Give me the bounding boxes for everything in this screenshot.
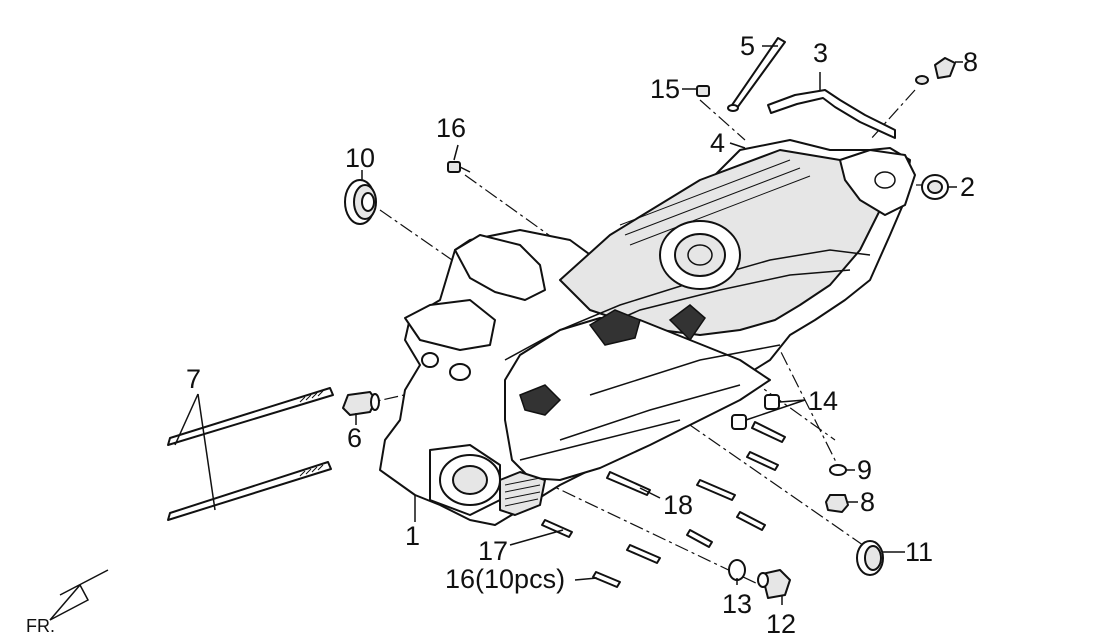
- part-bolts-17: [541, 511, 766, 564]
- part-seal-11: [856, 540, 884, 576]
- part-bolt-16-bottom: [592, 571, 621, 588]
- part-switch-6: [342, 391, 380, 416]
- callout-5: 5: [740, 31, 755, 61]
- front-direction-arrow-icon: [49, 569, 109, 621]
- part-dowels-14: [731, 394, 780, 430]
- callout-10: 10: [345, 143, 375, 173]
- part-stud-5: [727, 37, 786, 112]
- part-pipe-3: [767, 89, 896, 139]
- callout-8-top: 8: [963, 47, 978, 77]
- callout-16-top: 16: [436, 113, 466, 143]
- callout-14: 14: [808, 386, 838, 416]
- callout-18: 18: [663, 490, 693, 520]
- callout-9: 9: [857, 455, 872, 485]
- part-bearing-10: [344, 179, 377, 225]
- callout-11: 11: [905, 537, 933, 567]
- part-plug-8-top: [915, 57, 956, 85]
- callout-8-bottom: 8: [860, 487, 875, 517]
- callout-7: 7: [186, 364, 201, 394]
- crankcase-body: [379, 139, 916, 526]
- part-bolts-18: [606, 421, 786, 501]
- callout-17: 17: [478, 536, 508, 566]
- part-washer-13: [728, 559, 746, 581]
- part-washer-9: [829, 464, 847, 476]
- callout-13: 13: [722, 589, 752, 619]
- part-bolt-15: [696, 85, 710, 97]
- part-bolt-16-top: [447, 161, 471, 173]
- leader-lines: [174, 45, 963, 605]
- callout-16-bottom: 16(10pcs): [445, 564, 565, 594]
- callout-15: 15: [650, 74, 680, 104]
- callout-6: 6: [347, 423, 362, 453]
- orientation-label: FR.: [26, 616, 55, 636]
- callout-12: 12: [766, 609, 796, 639]
- part-plug-8-bottom: [825, 494, 849, 513]
- callout-1: 1: [405, 521, 420, 551]
- callout-2: 2: [960, 172, 975, 202]
- part-bolts-7: [167, 387, 334, 521]
- callout-3: 3: [813, 38, 828, 68]
- part-drain-plug-12: [757, 569, 791, 599]
- part-bushing-2: [921, 174, 949, 200]
- callout-4: 4: [710, 128, 725, 158]
